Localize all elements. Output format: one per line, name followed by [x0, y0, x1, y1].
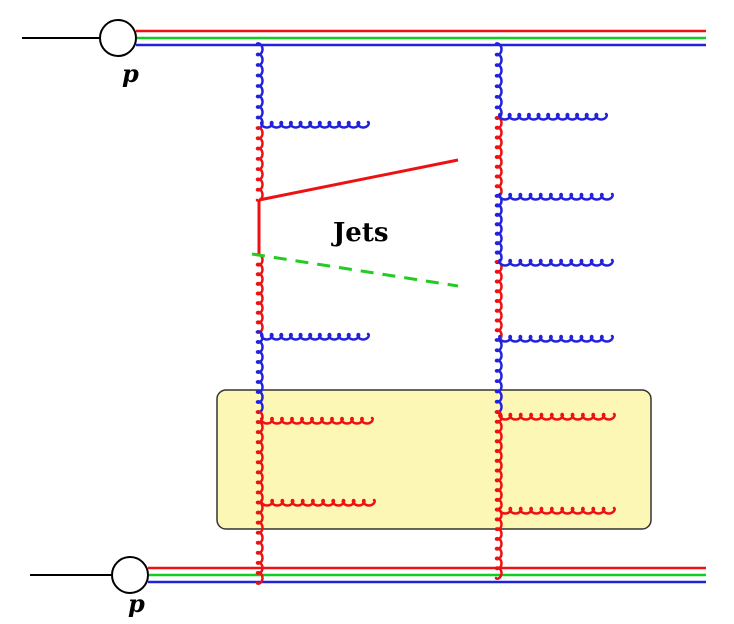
left-gluon-emission-4	[260, 498, 376, 507]
left-gluon-rail-blue-top	[255, 42, 264, 130]
right-gluon-rail-blue-2	[494, 338, 503, 414]
left-gluon-ladder	[255, 42, 376, 585]
right-gluon-rail-blue-top	[494, 42, 503, 120]
jet-quark-line	[258, 158, 459, 202]
jets-label: Jets	[331, 218, 389, 248]
right-gluon-emission-5	[498, 412, 616, 421]
right-gluon-emission-2	[498, 192, 614, 201]
right-gluon-emission-1	[497, 112, 609, 121]
highlight-box	[216, 389, 652, 530]
left-gluon-emission-2	[259, 332, 371, 341]
jet-lines	[251, 158, 459, 288]
proton-top-vertex	[99, 19, 137, 57]
left-gluon-emission-1	[259, 120, 371, 129]
left-gluon-rail-red-middle	[255, 252, 264, 335]
right-gluon-rail-red-3	[494, 409, 503, 581]
left-gluon-rail-red-lower	[255, 410, 264, 585]
proton-top-label: p	[122, 59, 139, 88]
proton-bottom-vertex	[111, 556, 149, 594]
proton-bottom	[30, 556, 706, 594]
right-gluon-rail-red-1	[494, 115, 503, 199]
right-gluon-ladder	[494, 42, 616, 581]
right-gluon-emission-3	[498, 258, 614, 267]
left-gluon-rail-blue-middle	[255, 330, 264, 414]
right-gluon-rail-blue-1	[494, 193, 503, 265]
proton-bottom-label: p	[128, 589, 145, 618]
jet-antiquark-dashed-line	[251, 252, 459, 288]
left-gluon-emission-3	[260, 416, 374, 425]
right-gluon-emission-6	[498, 506, 616, 515]
left-gluon-rail-red-upper	[255, 126, 264, 202]
right-gluon-rail-red-2	[494, 259, 503, 343]
proton-top	[22, 19, 706, 57]
right-gluon-emission-4	[498, 334, 614, 343]
